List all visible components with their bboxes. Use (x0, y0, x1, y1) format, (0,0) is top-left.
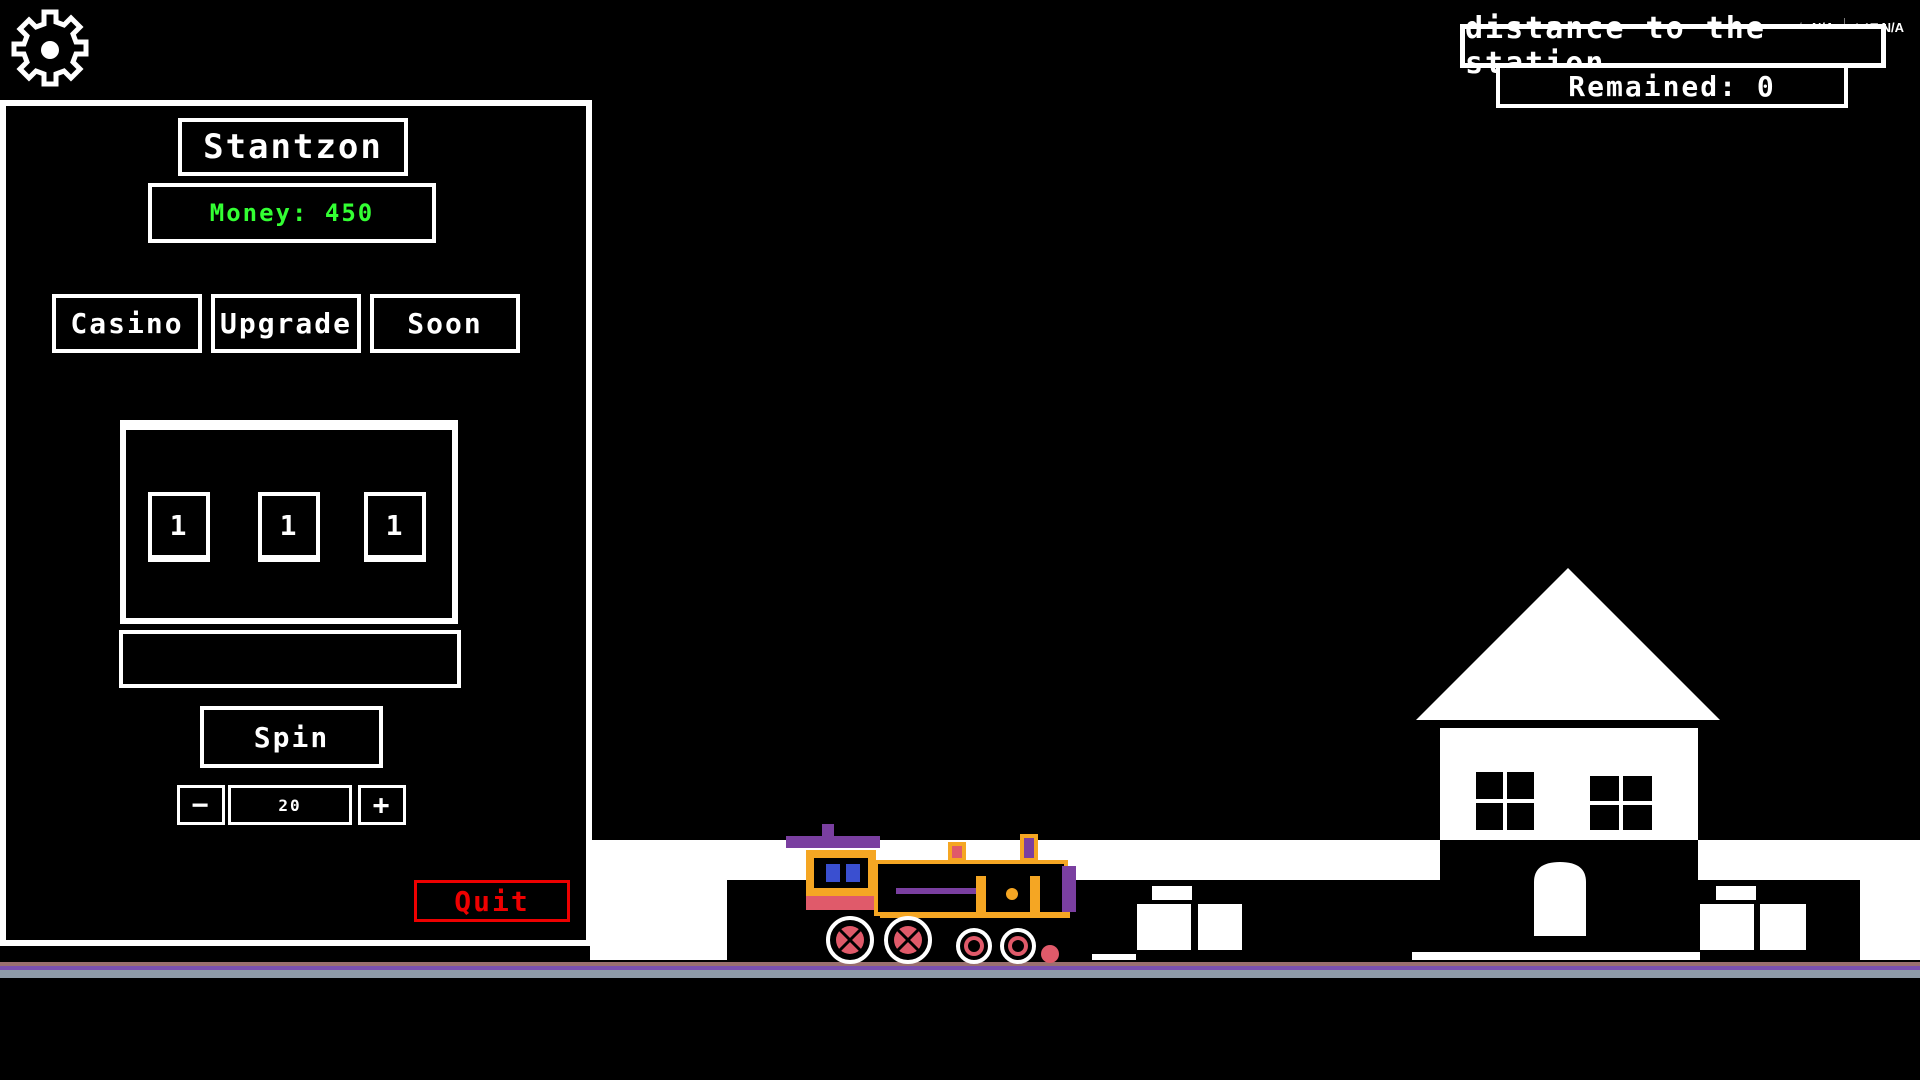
crates-right (1700, 886, 1806, 950)
slot-reel-2: 1 (258, 492, 320, 562)
gear-icon[interactable] (6, 6, 94, 94)
crates-left (1137, 886, 1242, 950)
distance-remaining: Remained: 0 (1496, 64, 1848, 108)
bet-increase-button[interactable]: + (358, 785, 406, 825)
rail-top (0, 962, 1920, 966)
tab-casino[interactable]: Casino (52, 294, 202, 353)
locomotive (786, 824, 1076, 964)
station-door (1534, 862, 1586, 936)
spin-result-display (119, 630, 461, 688)
spin-button[interactable]: Spin (200, 706, 383, 768)
bet-amount-field[interactable]: 20 (228, 785, 352, 825)
tab-upgrade[interactable]: Upgrade (211, 294, 361, 353)
station-title: Stantzon (178, 118, 408, 176)
lat-value: N/A (1881, 19, 1904, 35)
slot-reel-3: 1 (364, 492, 426, 562)
money-display: Money: 450 (148, 183, 436, 243)
bet-decrease-button[interactable]: − (177, 785, 225, 825)
slot-reel-1: 1 (148, 492, 210, 562)
quit-button[interactable]: Quit (414, 880, 570, 922)
slot-machine-frame (120, 420, 458, 624)
distance-title: distance to the station (1460, 11, 1886, 81)
station-building (1412, 568, 1720, 960)
rail-bottom (0, 970, 1920, 978)
tab-soon[interactable]: Soon (370, 294, 520, 353)
rail-mid (0, 966, 1920, 970)
